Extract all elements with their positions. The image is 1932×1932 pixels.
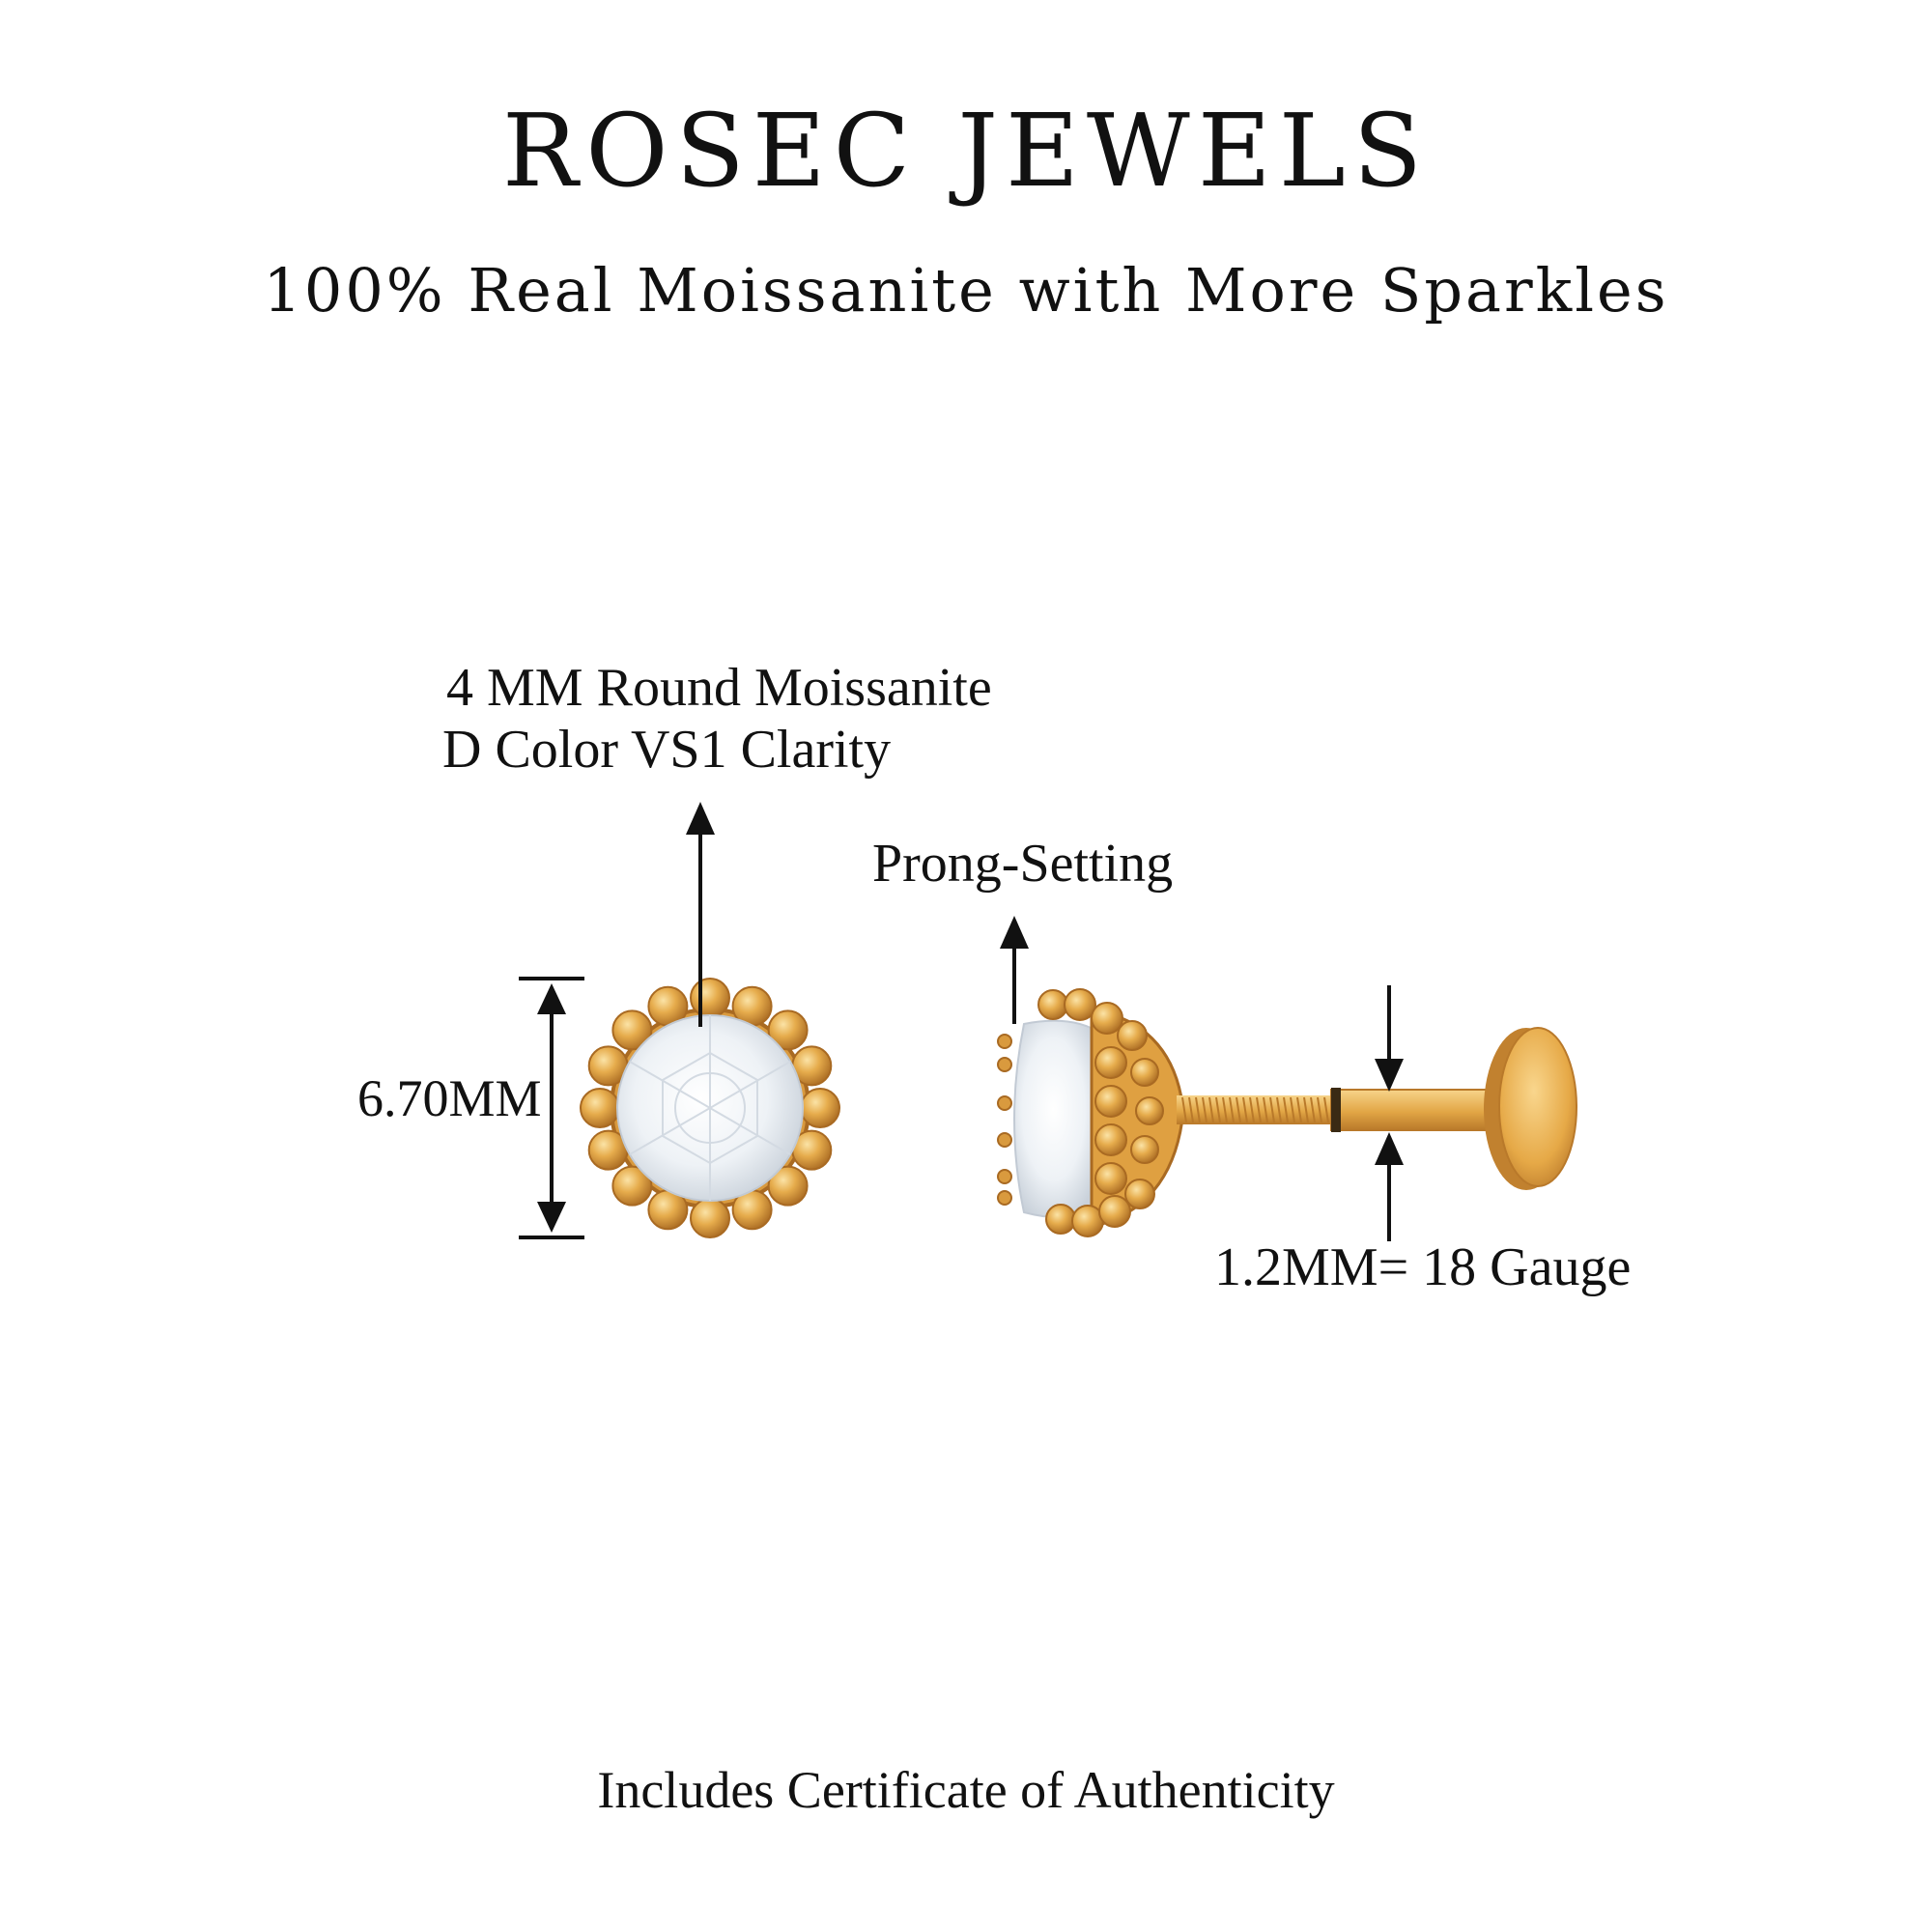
gold-bead [767, 1165, 809, 1207]
gold-bead [1094, 1046, 1127, 1079]
setting-label: Prong-Setting [872, 834, 1174, 894]
gold-bead [690, 1198, 730, 1238]
gold-bead [1094, 1123, 1127, 1156]
stone-pointer-arrow [686, 802, 715, 1027]
gold-bead [611, 1165, 653, 1207]
certificate-note: Includes Certificate of Authenticity [597, 1761, 1335, 1819]
gold-bead [1064, 988, 1096, 1021]
tagline: 100% Real Moissanite with More Sparkles [263, 255, 1669, 326]
gauge-label: 1.2MM= 18 Gauge [1214, 1237, 1632, 1297]
stone-facets [629, 1015, 791, 1201]
gauge-dimension [1375, 985, 1404, 1241]
gold-bead [1130, 1135, 1159, 1164]
gold-bead [1094, 1162, 1127, 1195]
gold-bead [1094, 1085, 1127, 1118]
prong-claw [997, 1190, 1012, 1206]
gold-bead [1117, 1020, 1148, 1051]
prong-claw [997, 1095, 1012, 1111]
side-view-earring [997, 988, 1577, 1237]
gold-bead [1091, 1002, 1123, 1035]
side-prong-claws [997, 1034, 1012, 1206]
gold-bead [1130, 1058, 1159, 1087]
gold-bead [1135, 1096, 1164, 1125]
prong-claw [997, 1034, 1012, 1049]
arrow-up-icon [686, 802, 715, 835]
arrow-up-icon [1000, 916, 1029, 949]
gold-bead [580, 1088, 620, 1128]
disc-back [1498, 1027, 1577, 1187]
arrow-down-icon [537, 1202, 566, 1233]
prong-pointer-arrow [1000, 916, 1029, 1024]
height-dimension [519, 977, 584, 1239]
gold-bead [767, 1009, 809, 1051]
gold-bead [800, 1088, 840, 1128]
post-threads [1181, 1096, 1329, 1123]
arrow-down-icon [1375, 1059, 1404, 1092]
bar-collar [1331, 1088, 1341, 1132]
gold-bead [611, 1009, 653, 1051]
gold-bead [1037, 989, 1068, 1020]
stone-size-label: 4 MM Round Moissanite [446, 658, 992, 718]
gold-bead [1098, 1195, 1131, 1228]
front-view-earring [580, 978, 840, 1238]
stone-grade-label: D Color VS1 Clarity [442, 720, 892, 780]
gold-bead [1124, 1179, 1155, 1209]
arrow-up-icon [1375, 1132, 1404, 1165]
labret-bar [1330, 1089, 1511, 1131]
diameter-label: 6.70MM [357, 1069, 542, 1127]
prong-claw [997, 1169, 1012, 1184]
prong-claw [997, 1132, 1012, 1148]
prong-claw [997, 1057, 1012, 1072]
gold-bead [1045, 1204, 1076, 1235]
arrow-up-icon [537, 983, 566, 1014]
brand-title: ROSEC JEWELS [501, 92, 1431, 210]
side-stone [1013, 1019, 1102, 1219]
side-bead-cluster [1037, 988, 1164, 1237]
gold-bead [690, 978, 730, 1018]
